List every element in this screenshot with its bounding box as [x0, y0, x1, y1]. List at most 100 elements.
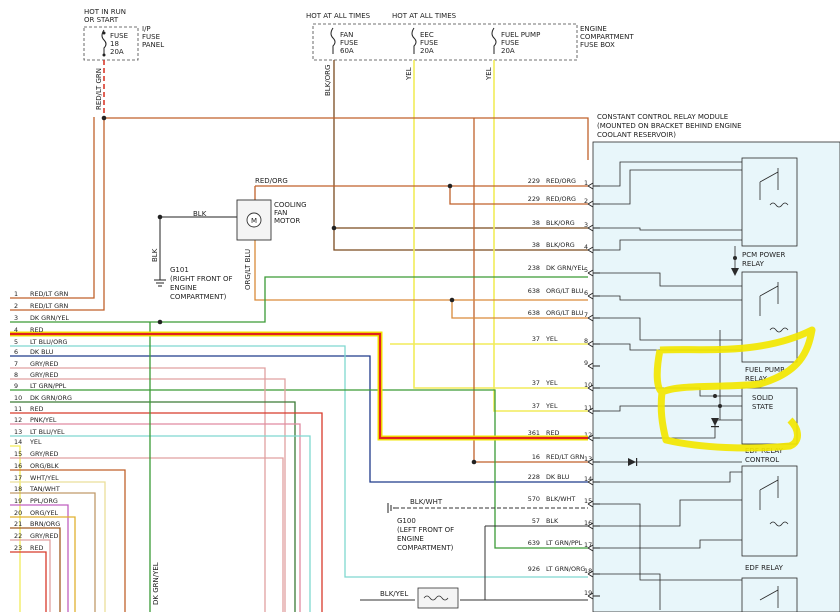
pin-color: ORG/LT BLU — [546, 309, 584, 317]
g101-desc-1: (RIGHT FRONT OF — [170, 275, 233, 283]
ip-fuse-panel-box — [83, 26, 139, 61]
ground-g101-icon — [154, 279, 166, 287]
pin-circuit: 926 — [528, 565, 540, 573]
module-title-2: (MOUNTED ON BRACKET BEHIND ENGINE — [597, 122, 742, 130]
pin-connector — [587, 314, 600, 322]
motor-wire-top: RED/ORG — [255, 177, 288, 185]
left-wire-num: 15 — [14, 450, 22, 458]
pin-circuit: 37 — [532, 379, 540, 387]
pin-connector — [587, 478, 600, 486]
left-wire-label: BRN/ORG — [30, 520, 60, 528]
ip-hot-label-2: OR START — [84, 16, 119, 24]
ip-fuse-label: FUSE — [110, 32, 128, 40]
engine-box-label-1: ENGINE — [580, 25, 607, 33]
pin-color: YEL — [545, 402, 558, 410]
edf-relay-label: EDF RELAY — [745, 564, 784, 572]
module-pin-number: 14 — [584, 475, 592, 483]
left-wire-label: RED — [30, 326, 43, 334]
left-wire-label: GRY/RED — [30, 371, 59, 379]
ip-fuse-amp: 20A — [110, 48, 124, 56]
splice-dots — [101, 115, 477, 465]
yellow-highlight-mark — [653, 326, 816, 452]
left-wire-num: 7 — [14, 360, 18, 368]
motor-m-label: M — [251, 217, 257, 225]
pin-connector — [587, 340, 600, 348]
left-wire-label: WHT/YEL — [30, 474, 59, 482]
g100-desc-2: ENGINE — [397, 535, 424, 543]
pin-circuit: 570 — [528, 495, 540, 503]
g101-wire-label: BLK — [151, 248, 159, 262]
wire-runs — [10, 60, 589, 612]
left-wire-label: LT GRN/PPL — [30, 382, 67, 390]
module-title-1: CONSTANT CONTROL RELAY MODULE — [597, 113, 728, 121]
pin-circuit: 37 — [532, 335, 540, 343]
module-pin-number: 18 — [584, 567, 592, 575]
eec-fuse-3: 20A — [420, 47, 434, 55]
fp-fuse-3: 20A — [501, 47, 515, 55]
module-pin-number: 6 — [584, 289, 588, 297]
pin-color: RED/ORG — [546, 195, 576, 203]
fan-wire-label: BLK/ORG — [324, 65, 332, 96]
relay-switch-symbols — [759, 168, 789, 608]
left-wire-label: PNK/YEL — [30, 416, 57, 424]
left-wire-label: DK GRN/YEL — [30, 314, 69, 322]
left-wire-label: LT BLU/YEL — [30, 428, 65, 436]
pin-circuit: 37 — [532, 402, 540, 410]
ground-g100-icon — [387, 503, 395, 513]
pin-color: BLK/WHT — [546, 495, 575, 503]
pin-circuit: 229 — [528, 195, 540, 203]
left-wire-num: 5 — [14, 338, 18, 346]
pin-color: ORG/LT BLU — [546, 287, 584, 295]
pin-connectors — [587, 182, 600, 600]
highlighted-red-circuit — [10, 332, 588, 440]
left-wire-num: 22 — [14, 532, 22, 540]
engine-box-label-3: FUSE BOX — [580, 41, 615, 49]
g101-desc-3: COMPARTMENT) — [170, 293, 227, 301]
ip-panel-label-1: I/P — [142, 25, 151, 33]
pin-circuit: 38 — [532, 241, 540, 249]
left-wire-num: 16 — [14, 462, 22, 470]
solid-state-box — [741, 387, 798, 445]
left-wire-num: 6 — [14, 348, 18, 356]
left-wire-label: YEL — [29, 438, 42, 446]
highlight-glow — [10, 331, 588, 441]
left-wire-label: TAN/WHT — [29, 485, 60, 493]
left-wire-label: GRY/RED — [30, 360, 59, 368]
bottom-dkgrnyel-label: DK GRN/YEL — [152, 562, 160, 605]
left-wire-label: DK GRN/ORG — [30, 394, 72, 402]
fan-fuse-2: FUSE — [340, 39, 358, 47]
pin-circuit: 38 — [532, 219, 540, 227]
g100-wire-label: BLK/WHT — [410, 498, 443, 506]
module-pin-number: 15 — [584, 497, 592, 505]
motor-wire-bottom: ORG/LT BLU — [244, 249, 252, 290]
module-pin-number: 16 — [584, 519, 592, 527]
left-wire-num: 2 — [14, 302, 18, 310]
pin-connector — [587, 384, 600, 392]
left-wire-label: LT BLU/ORG — [30, 338, 68, 346]
pin-connector — [587, 570, 600, 578]
pin-color: BLK/ORG — [546, 241, 575, 249]
edf-relay-box — [741, 465, 798, 557]
pcm-relay-label-1: PCM POWER — [742, 251, 785, 259]
left-wire-num: 1 — [14, 290, 18, 298]
left-wire-label: RED/LT GRN — [30, 290, 69, 298]
pin-color: LT GRN/PPL — [546, 539, 583, 547]
left-wire-num: 23 — [14, 544, 22, 552]
pcm-power-relay-box — [741, 157, 798, 247]
pin-color: BLK — [546, 517, 559, 525]
fp-wire-label: YEL — [485, 67, 493, 81]
left-wire-num: 10 — [14, 394, 22, 402]
pin-color: YEL — [545, 335, 558, 343]
left-wire-num: 12 — [14, 416, 22, 424]
left-wire-label: RED — [30, 405, 43, 413]
left-wire-label: RED/LT GRN — [30, 302, 69, 310]
eec-wire-label: YEL — [405, 67, 413, 81]
left-wire-num: 14 — [14, 438, 22, 446]
ip-panel-label-3: PANEL — [142, 41, 164, 49]
pin-color: DK BLU — [546, 473, 570, 481]
pin-connector — [587, 458, 600, 466]
left-wire-num: 20 — [14, 509, 22, 517]
motor-icon — [246, 212, 262, 228]
